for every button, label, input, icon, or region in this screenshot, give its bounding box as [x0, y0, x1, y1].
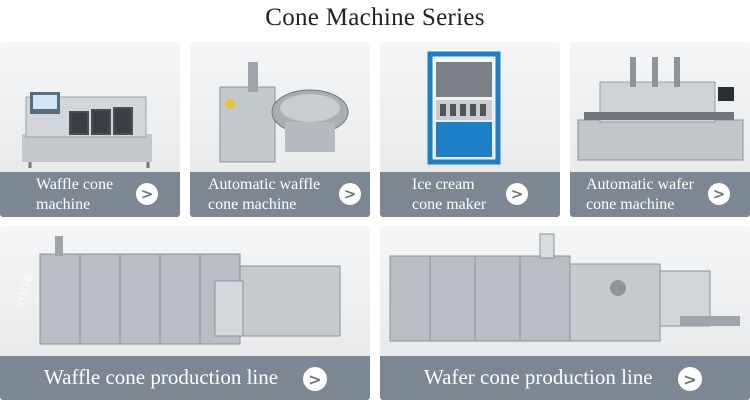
wafer-cone-production-line-illustration	[389, 233, 740, 342]
card-title-line-2: cone machine	[586, 196, 675, 213]
card-title-line-1: Waffle cone	[36, 176, 114, 193]
page-title: Cone Machine Series	[265, 4, 485, 31]
card-caption[interactable]: Ice cream cone maker >	[380, 172, 560, 217]
chevron-right-icon[interactable]: >	[678, 367, 702, 391]
card-caption[interactable]: Wafer cone production line >	[380, 356, 750, 400]
card-caption[interactable]: Automatic wafer cone machine >	[570, 172, 750, 217]
chevron-right-icon[interactable]: >	[303, 367, 327, 391]
automatic-waffle-cone-machine-illustration	[219, 62, 349, 163]
chevron-right-icon[interactable]: >	[708, 183, 730, 205]
waffle-cone-production-line-illustration	[39, 236, 341, 345]
card-caption[interactable]: Waffle cone machine >	[0, 172, 180, 217]
card-title-line-2: cone maker	[412, 196, 487, 213]
automatic-wafer-cone-machine-illustration	[577, 57, 744, 161]
chevron-right-icon[interactable]: >	[136, 183, 158, 205]
product-photo	[190, 42, 370, 172]
card-waffle-cone-production-line[interactable]: GOOD Waffle cone production line >	[0, 226, 370, 400]
product-photo	[0, 42, 180, 172]
card-title-line-1: Ice cream	[412, 176, 475, 193]
ice-cream-cone-maker-illustration	[427, 51, 501, 165]
product-photo: GOOD	[0, 226, 370, 356]
card-automatic-waffle-cone-machine[interactable]: Automatic waffle cone machine >	[190, 42, 370, 217]
card-title: Wafer cone production line	[424, 365, 653, 389]
chevron-right-icon[interactable]: >	[339, 183, 361, 205]
product-photo	[380, 42, 560, 172]
product-photo	[570, 42, 750, 172]
card-caption[interactable]: Automatic waffle cone machine >	[190, 172, 370, 217]
card-title-line-2: cone machine	[208, 196, 297, 213]
card-title-line-1: Automatic wafer	[586, 176, 694, 193]
product-photo	[380, 226, 750, 356]
chevron-right-icon[interactable]: >	[506, 183, 528, 205]
card-caption[interactable]: Waffle cone production line >	[0, 356, 370, 400]
card-ice-cream-cone-maker[interactable]: Ice cream cone maker >	[380, 42, 560, 217]
card-waffle-cone-machine[interactable]: Waffle cone machine >	[0, 42, 180, 217]
card-title-line-2: machine	[36, 196, 91, 213]
card-automatic-wafer-cone-machine[interactable]: Automatic wafer cone machine >	[570, 42, 750, 217]
waffle-cone-machine-illustration	[22, 92, 152, 168]
card-title: Waffle cone production line	[44, 365, 279, 389]
card-wafer-cone-production-line[interactable]: Wafer cone production line >	[380, 226, 750, 400]
card-title-line-1: Automatic waffle	[208, 176, 321, 193]
